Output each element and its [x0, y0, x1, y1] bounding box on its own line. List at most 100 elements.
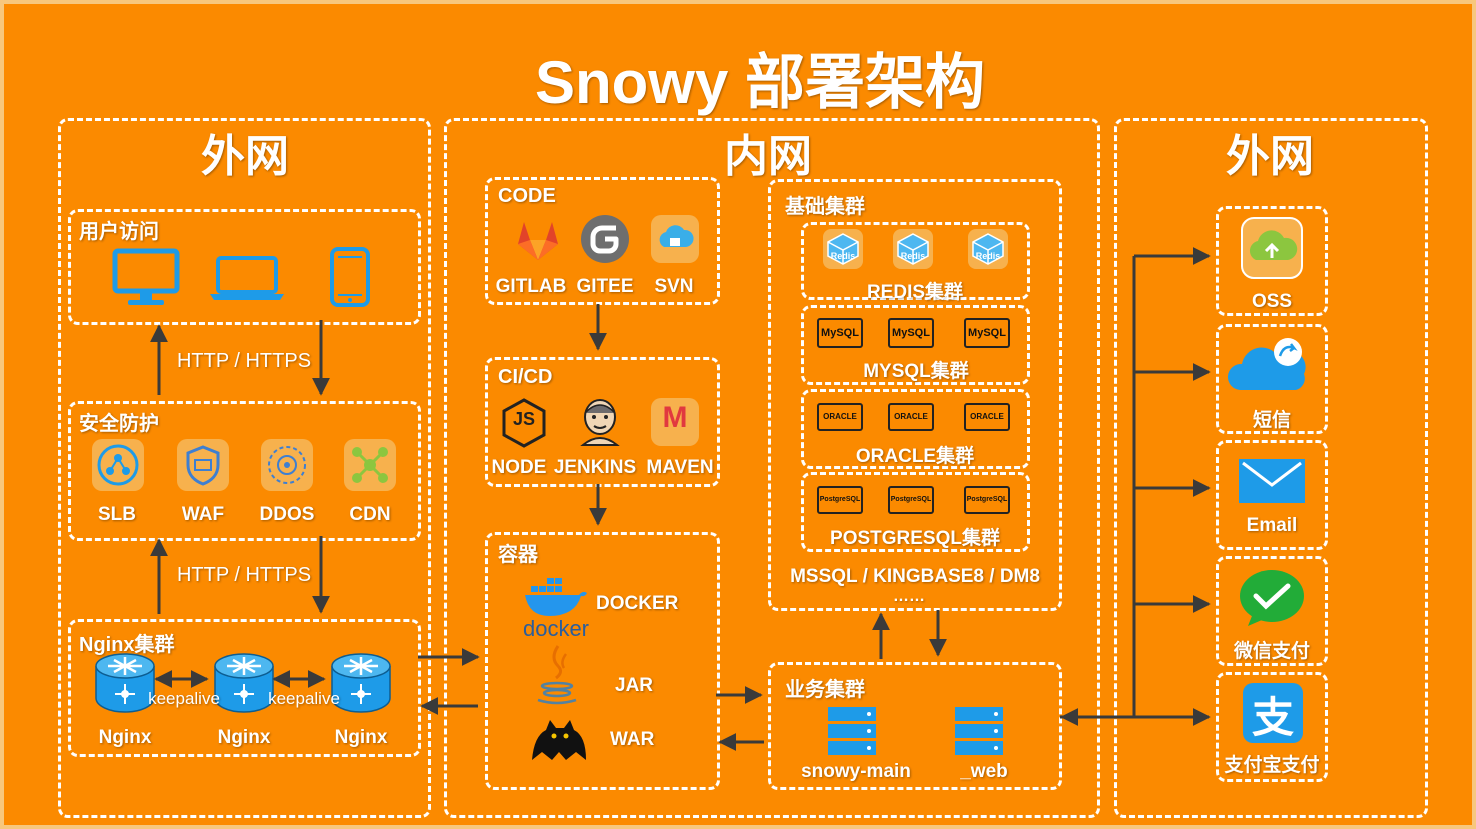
security-box: [68, 401, 421, 541]
mysql-cluster-label: MYSQL集群: [863, 361, 969, 382]
alipay-box: [1216, 672, 1328, 782]
business-cluster-title: 业务集群: [785, 679, 865, 701]
security-item-cdn: CDN: [349, 504, 391, 525]
security-title: 安全防护: [79, 413, 159, 435]
cicd-title: CI/CD: [498, 366, 553, 388]
protocol-label-top: HTTP / HTTPS: [176, 350, 312, 372]
docker-whale-icon: [525, 578, 587, 616]
mobile-phone-icon: [330, 247, 370, 307]
wechat-pay-box: [1216, 556, 1328, 666]
redis-logo-text-1: Redis: [830, 251, 856, 261]
tomcat-icon: [532, 720, 586, 760]
oracle-logo-1: ORACLE: [817, 403, 863, 431]
container-item-jar: JAR: [615, 675, 654, 696]
security-item-waf: WAF: [181, 504, 225, 525]
postgresql-cluster-label: POSTGRESQL集群: [830, 528, 1000, 549]
code-item-gitee: GITEE: [576, 276, 634, 297]
oracle-cluster-label: ORACLE集群: [855, 446, 975, 467]
protocol-label-bottom: HTTP / HTTPS: [176, 564, 312, 586]
zone-middle-title: 内网: [724, 132, 812, 181]
diagram-title: Snowy 部署架构: [534, 49, 986, 116]
container-box: [485, 532, 720, 790]
zone-left-external: [58, 118, 431, 818]
router-icon-3: [331, 653, 391, 713]
waf-icon: [177, 439, 229, 491]
base-cluster-title: 基础集群: [785, 196, 865, 218]
cicd-box: [485, 357, 720, 487]
container-item-docker: DOCKER: [596, 593, 679, 614]
docker-wordmark: docker: [522, 616, 590, 641]
laptop-icon: [210, 256, 284, 300]
other-databases-label: MSSQL / KINGBASE8 / DM8: [790, 566, 1040, 587]
cicd-item-jenkins: JENKINS: [553, 457, 637, 478]
mysql-logo-2: MySQL: [888, 318, 934, 348]
cicd-item-maven: MAVEN: [646, 457, 714, 478]
nodejs-icon: [502, 398, 546, 448]
jenkins-icon: [580, 399, 620, 446]
sms-cloud-icon: [1227, 338, 1306, 390]
nginx-cluster-box: [68, 619, 421, 757]
service-label-email: Email: [1246, 515, 1298, 536]
service-label-alipay: 支付宝支付: [1224, 755, 1320, 776]
postgresql-logo-3: PostgreSQL: [964, 486, 1010, 514]
business-item-web: _web: [960, 761, 1008, 782]
svn-icon: [651, 215, 699, 263]
slb-icon: [92, 439, 144, 491]
server-icon-1: [828, 707, 876, 755]
java-icon: [537, 645, 577, 705]
code-item-gitlab: GITLAB: [495, 276, 567, 297]
redis-icon-3: [968, 229, 1008, 269]
desktop-monitor-icon: [112, 248, 180, 305]
zone-right-external: [1114, 118, 1428, 818]
other-databases-ellipsis: ……: [893, 588, 925, 605]
oracle-logo-3: ORACLE: [964, 403, 1010, 431]
gitlab-icon: [518, 222, 558, 260]
router-icon-1: [95, 653, 155, 713]
maven-logo-text: M: [662, 401, 688, 434]
nginx-cluster-title: Nginx集群: [79, 634, 175, 656]
oracle-logo-2: ORACLE: [888, 403, 934, 431]
code-title: CODE: [498, 185, 556, 207]
oss-icon: [1241, 217, 1303, 279]
mysql-logo-1: MySQL: [817, 318, 863, 348]
router-icon-2: [214, 653, 274, 713]
alipay-logo-text: 支: [1251, 694, 1295, 741]
container-title: 容器: [498, 544, 538, 566]
nodejs-logo-text: JS: [512, 409, 536, 429]
email-envelope-icon: [1239, 459, 1305, 503]
code-box: [485, 177, 720, 305]
postgresql-cluster-box: [801, 472, 1030, 552]
alipay-icon: [1243, 683, 1303, 743]
business-cluster-box: [768, 662, 1062, 790]
redis-logo-text-3: Redis: [975, 251, 1001, 261]
redis-cluster-label: REDIS集群: [866, 282, 964, 303]
mysql-logo-3: MySQL: [964, 318, 1010, 348]
service-label-sms: 短信: [1252, 410, 1292, 431]
cdn-icon: [344, 439, 396, 491]
wechat-pay-icon: [1240, 570, 1304, 626]
nginx-node-label-1: Nginx: [98, 727, 152, 748]
gitee-icon: [581, 215, 629, 263]
cicd-item-node: NODE: [491, 457, 547, 478]
maven-icon: [651, 398, 699, 446]
server-icon-2: [955, 707, 1003, 755]
security-item-ddos: DDOS: [259, 504, 315, 525]
postgresql-logo-2: PostgreSQL: [888, 486, 934, 514]
keepalive-label-1: keepalive: [148, 689, 220, 708]
postgresql-logo-1: PostgreSQL: [817, 486, 863, 514]
nginx-node-label-2: Nginx: [217, 727, 271, 748]
redis-logo-text-2: Redis: [900, 251, 926, 261]
keepalive-label-2: keepalive: [268, 689, 340, 708]
base-cluster-box: [768, 179, 1062, 611]
ddos-icon: [261, 439, 313, 491]
nginx-node-label-3: Nginx: [334, 727, 388, 748]
connector-layer: [150, 247, 1211, 751]
zone-right-title: 外网: [1226, 132, 1314, 181]
email-box: [1216, 440, 1328, 550]
zone-left-title: 外网: [201, 132, 289, 181]
sms-box: [1216, 324, 1328, 434]
code-item-svn: SVN: [654, 276, 694, 297]
redis-icon-1: [823, 229, 863, 269]
business-item-snowy-main: snowy-main: [801, 761, 911, 782]
